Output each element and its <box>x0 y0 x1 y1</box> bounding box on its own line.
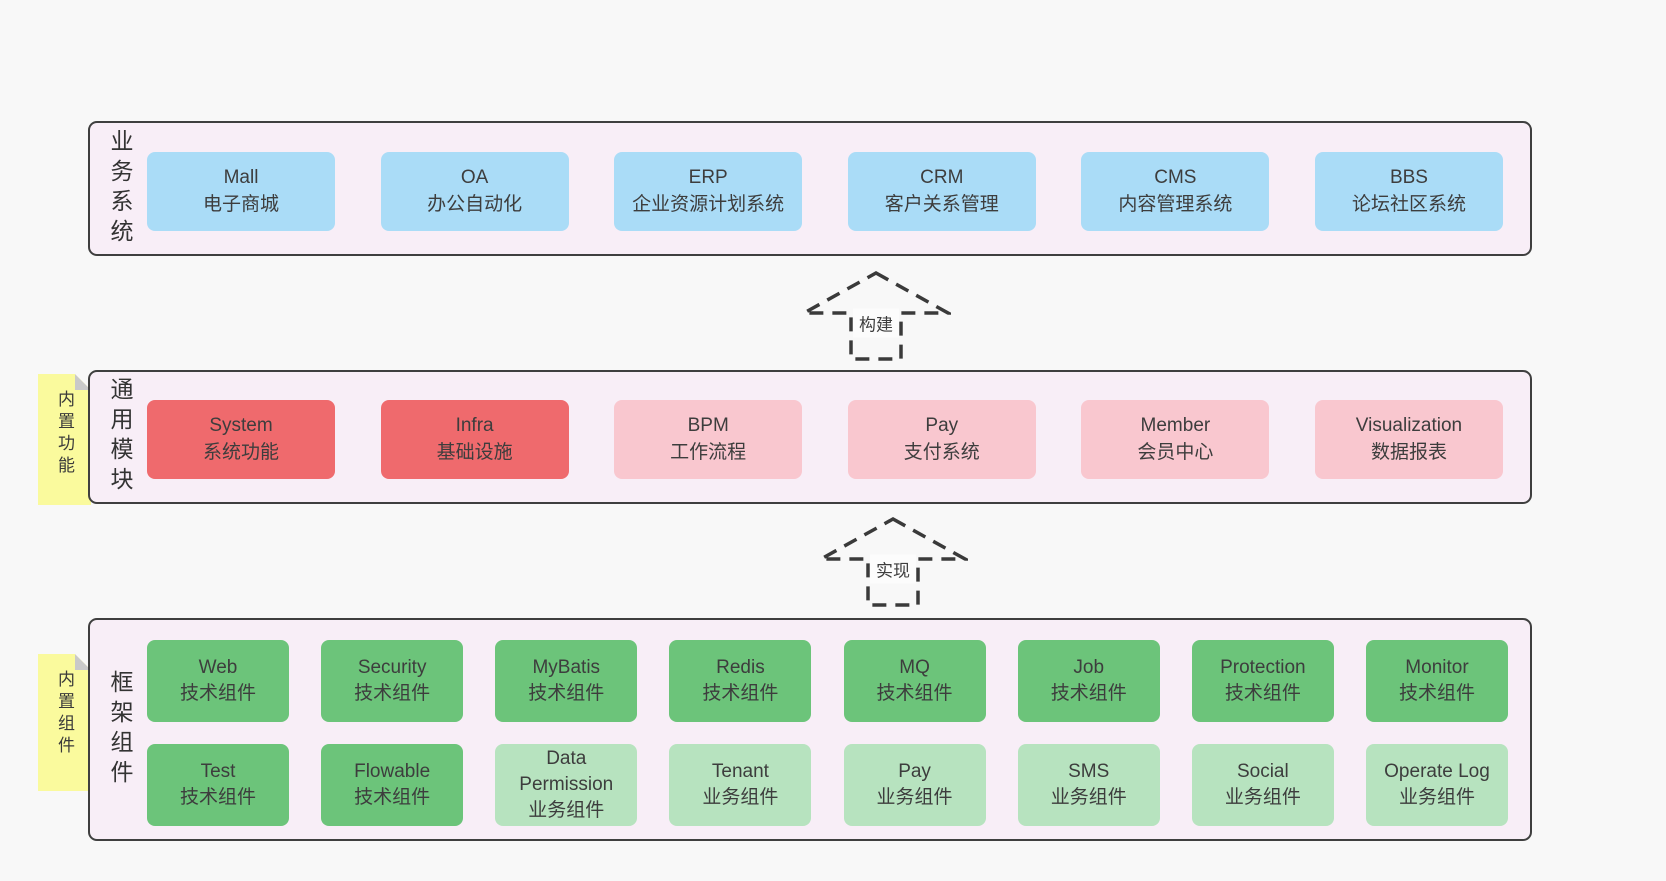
component-box-redis: Redis 技术组件 <box>669 640 812 722</box>
component-box-test: Test 技术组件 <box>147 744 289 826</box>
module-box-pay: Pay 支付系统 <box>847 400 1036 479</box>
module-box-mall: Mall 电子商城 <box>147 152 335 231</box>
module-box-bbs: BBS 论坛社区系统 <box>1314 152 1503 231</box>
component-box-tenant: Tenant 业务组件 <box>669 744 812 826</box>
band-common-modules: 通用模块 System 系统功能 Infra 基础设施 BPM 工作流程 Pay… <box>88 370 1532 504</box>
component-box-security: Security 技术组件 <box>321 640 464 722</box>
band-business-systems: 业务系统 Mall 电子商城 OA 办公自动化 ERP 企业资源计划系统 CRM… <box>88 121 1532 256</box>
component-box-data-permission: Data Permission 业务组件 <box>495 744 638 826</box>
band-label-framework-components: 框架组件 <box>107 669 133 790</box>
implement-arrow: 实现 <box>818 516 968 608</box>
component-box-web: Web 技术组件 <box>147 640 289 722</box>
module-box-infra: Infra 基础设施 <box>380 400 569 479</box>
module-box-oa: OA 办公自动化 <box>380 152 569 231</box>
component-box-job: Job 技术组件 <box>1017 640 1160 722</box>
component-box-social: Social 业务组件 <box>1191 744 1334 826</box>
framework-components-row-2: Test 技术组件 Flowable 技术组件 Data Permission … <box>147 744 1508 826</box>
component-box-flowable: Flowable 技术组件 <box>321 744 464 826</box>
common-modules-row: System 系统功能 Infra 基础设施 BPM 工作流程 Pay 支付系统… <box>147 400 1503 479</box>
component-box-operate-log: Operate Log 业务组件 <box>1365 744 1508 826</box>
sticky-note-builtin-components: 内置组件 <box>38 654 91 791</box>
module-box-visualization: Visualization 数据报表 <box>1314 400 1503 479</box>
build-arrow: 构建 <box>801 270 951 362</box>
module-box-crm: CRM 客户关系管理 <box>847 152 1036 231</box>
module-box-member: Member 会员中心 <box>1081 400 1270 479</box>
component-box-mq: MQ 技术组件 <box>843 640 986 722</box>
build-arrow-label: 构建 <box>853 308 899 338</box>
module-box-system: System 系统功能 <box>147 400 335 479</box>
component-box-mybatis: MyBatis 技术组件 <box>495 640 638 722</box>
band-label-common-modules: 通用模块 <box>107 377 133 497</box>
module-box-cms: CMS 内容管理系统 <box>1081 152 1270 231</box>
component-box-protection: Protection 技术组件 <box>1191 640 1334 722</box>
sticky-note-builtin-features: 内置功能 <box>38 374 91 505</box>
component-box-monitor: Monitor 技术组件 <box>1365 640 1508 722</box>
component-box-pay: Pay 业务组件 <box>843 744 986 826</box>
component-box-sms: SMS 业务组件 <box>1017 744 1160 826</box>
module-box-bpm: BPM 工作流程 <box>614 400 803 479</box>
framework-components-row-1: Web 技术组件 Security 技术组件 MyBatis 技术组件 Redi… <box>147 640 1508 722</box>
module-box-erp: ERP 企业资源计划系统 <box>614 152 803 231</box>
implement-arrow-label: 实现 <box>870 554 916 584</box>
band-label-business-systems: 业务系统 <box>107 128 133 249</box>
band-framework-components: 框架组件 Web 技术组件 Security 技术组件 MyBatis 技术组件… <box>88 618 1532 841</box>
business-systems-row: Mall 电子商城 OA 办公自动化 ERP 企业资源计划系统 CRM 客户关系… <box>147 152 1503 231</box>
